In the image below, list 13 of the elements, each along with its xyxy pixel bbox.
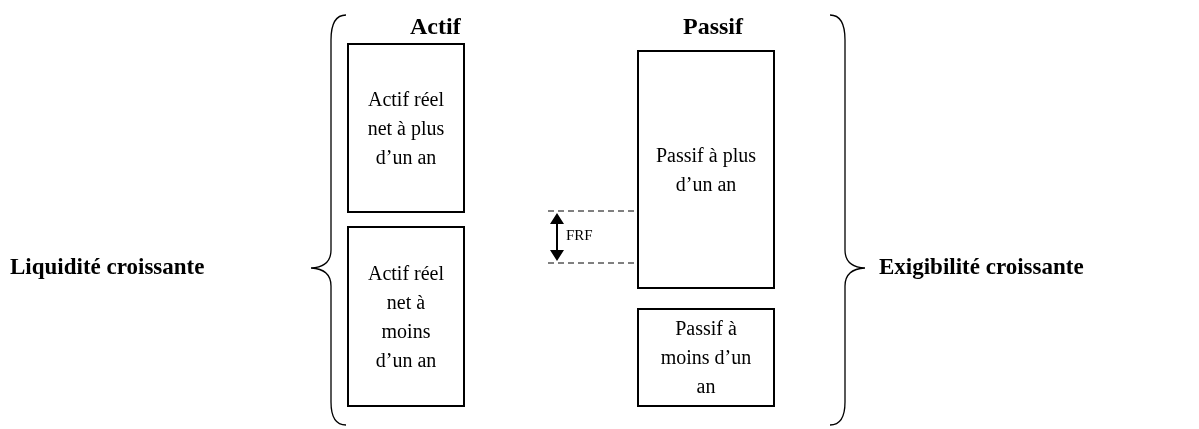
column-heading: Actif	[410, 13, 461, 40]
box-text: Passif à moins d’un an	[659, 316, 753, 399]
column-heading: Passif	[683, 13, 743, 40]
box-text: Actif réel net à moins d’un an	[366, 260, 446, 373]
side-label: Liquidité croissante	[10, 254, 205, 280]
balance-box	[637, 50, 775, 289]
balance-box	[347, 226, 465, 407]
side-label: Exigibilité croissante	[879, 254, 1084, 280]
dimension-label: FRF	[566, 227, 593, 244]
balance-box	[637, 308, 775, 407]
balance-box	[347, 43, 465, 213]
box-text: Passif à plus d’un an	[655, 142, 757, 197]
box-text: Actif réel net à plus d’un an	[366, 86, 446, 170]
